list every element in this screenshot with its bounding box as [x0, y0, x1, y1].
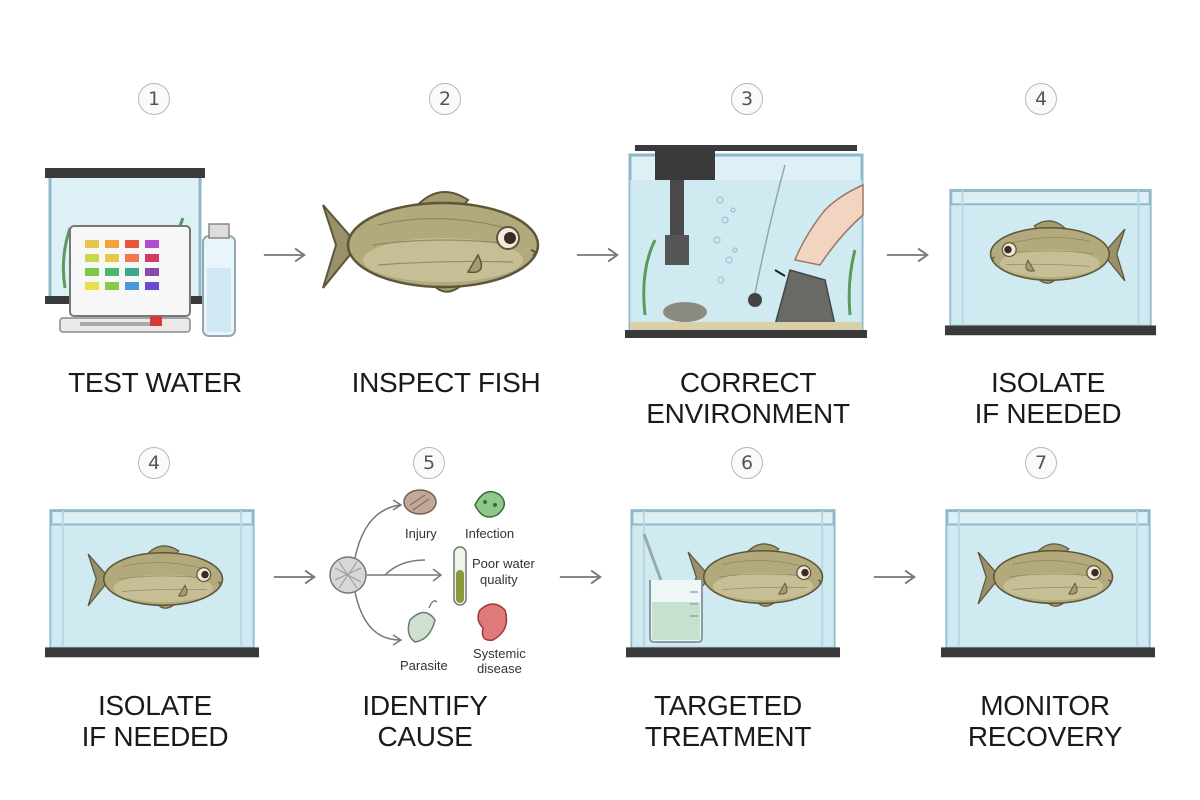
cause-label-parasite: Parasite	[400, 658, 448, 673]
aquarium-maintenance-illustration	[625, 145, 867, 338]
step-number-badge: 5	[413, 447, 445, 479]
cause-label-injury: Injury	[405, 526, 437, 541]
step-number-badge: 6	[731, 447, 763, 479]
flow-arrow	[872, 567, 918, 587]
flow-arrow	[885, 245, 931, 265]
flow-arrow	[558, 567, 604, 587]
cause-label-systemic: Systemic	[473, 646, 526, 661]
color-chart	[85, 240, 159, 290]
step-number-badge: 4	[1025, 83, 1057, 115]
water-test-kit-illustration	[45, 168, 236, 337]
flow-arrow	[575, 245, 621, 265]
beaker-icon	[642, 533, 703, 643]
fish-illustration	[975, 535, 1125, 619]
cause-label-infection: Infection	[465, 526, 514, 541]
step-number-badge: 2	[429, 83, 461, 115]
flow-arrow	[262, 245, 308, 265]
step-label: INSPECT FISH	[351, 367, 541, 398]
step-label: ISOLATE IF NEEDED	[81, 690, 229, 752]
cause-label-poor-water-2: quality	[480, 572, 518, 587]
fish-illustration	[318, 170, 558, 320]
step-label: TEST WATER	[68, 367, 242, 398]
step-label: IDENTIFY CAUSE	[362, 690, 488, 752]
cause-label-systemic-2: disease	[477, 661, 522, 676]
flow-arrow	[272, 567, 318, 587]
step-number-badge: 1	[138, 83, 170, 115]
fish-illustration	[978, 212, 1128, 296]
fish-illustration	[85, 537, 235, 621]
cause-diagram: Injury Infection Poor water quality Para…	[329, 489, 536, 676]
step-label: CORRECT ENVIRONMENT	[646, 367, 850, 429]
step-number-badge: 7	[1025, 447, 1057, 479]
step-label: MONITOR RECOVERY	[967, 690, 1123, 752]
step-number-badge: 4	[138, 447, 170, 479]
step-label: ISOLATE IF NEEDED	[974, 367, 1122, 429]
step-label: TARGETED TREATMENT	[644, 690, 812, 752]
cause-label-poor-water: Poor water	[472, 556, 536, 571]
step-number-badge: 3	[731, 83, 763, 115]
